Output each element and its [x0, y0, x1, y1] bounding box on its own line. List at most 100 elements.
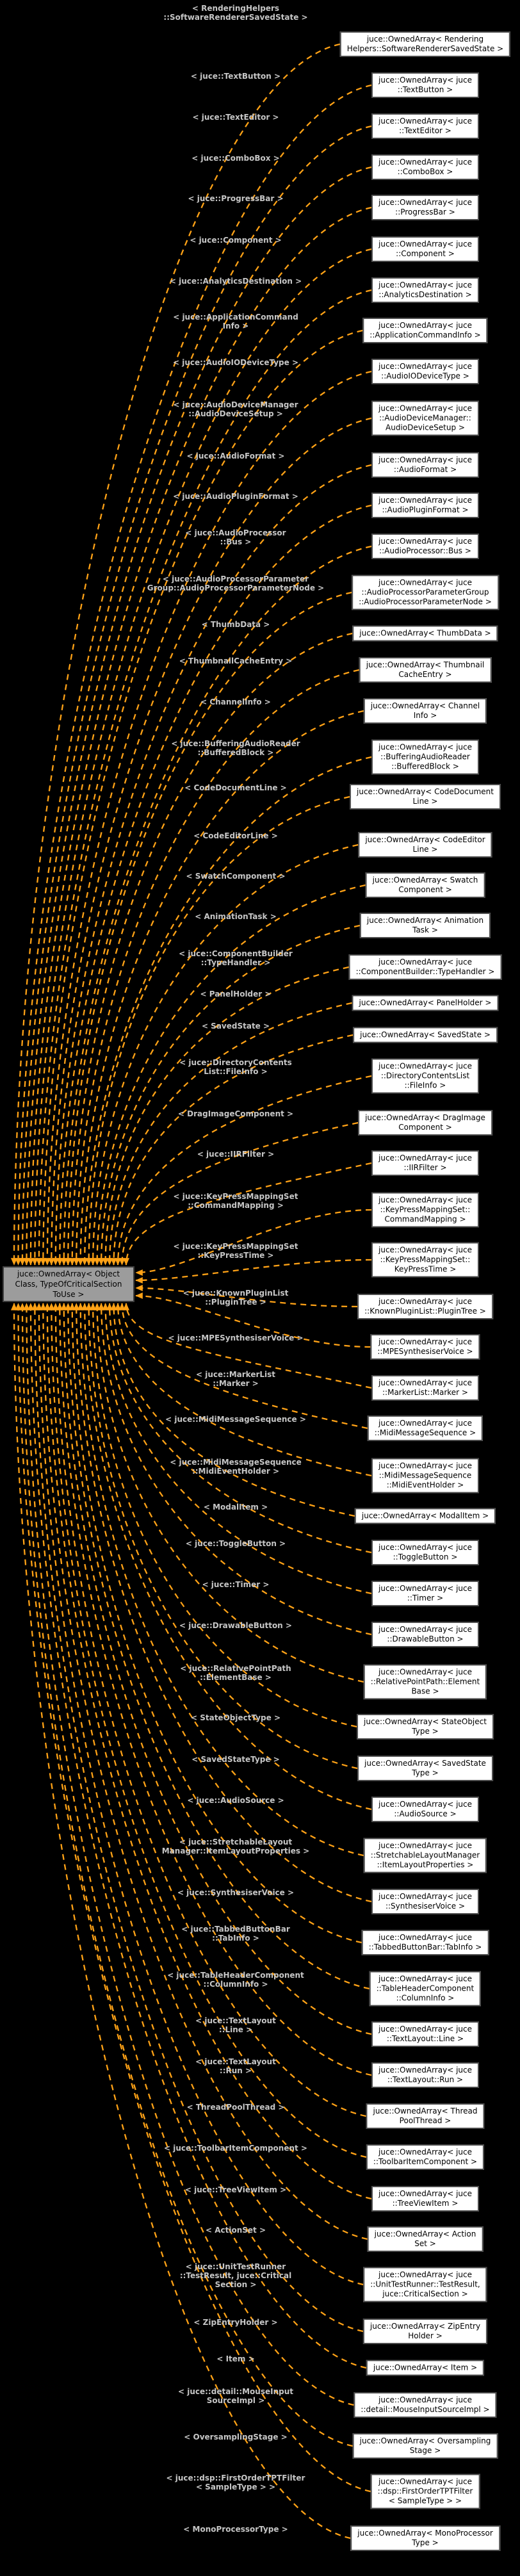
instantiation-node[interactable]: juce::OwnedArray< juce::KeyPressMappingS… — [371, 1192, 479, 1228]
edge-label-line: < juce::KeyPressMappingSet — [173, 1192, 298, 1201]
edge-template-args-label: < juce::IIRFilter > — [197, 1150, 274, 1159]
instantiation-node[interactable]: juce::OwnedArray< juce::ComponentBuilder… — [348, 954, 502, 980]
instantiation-node[interactable]: juce::OwnedArray< juce::MidiMessageSeque… — [371, 1458, 479, 1494]
instantiation-node[interactable]: juce::OwnedArray< juce::TabbedButtonBar:… — [361, 1930, 489, 1955]
instantiation-node[interactable]: juce::OwnedArray< juce::MarkerList::Mark… — [371, 1375, 479, 1401]
instantiation-node[interactable]: juce::OwnedArray< juce::ToggleButton > — [371, 1540, 479, 1565]
edge-label-line: < juce::ToolbarItemComponent > — [164, 2144, 307, 2153]
instantiation-node[interactable]: juce::OwnedArray< juce::TextEditor > — [371, 113, 479, 139]
instantiation-node[interactable]: juce::OwnedArray< juce::Timer > — [371, 1581, 479, 1606]
instantiation-node-line: juce::OwnedArray< juce — [378, 958, 472, 966]
instantiation-node[interactable]: juce::OwnedArray< Item > — [366, 2360, 485, 2376]
instantiation-edge — [73, 1303, 372, 1903]
instantiation-edge — [10, 43, 341, 1266]
instantiation-edge — [19, 125, 372, 1266]
edge-template-args-label: < ChannelInfo > — [200, 697, 271, 706]
instantiation-node[interactable]: juce::OwnedArray< juce::ProgressBar > — [371, 195, 479, 220]
instantiation-node[interactable]: juce::OwnedArray< juce::AudioFormat > — [371, 452, 479, 478]
instantiation-edge — [44, 370, 372, 1266]
edge-label-line: < juce::RelativePointPath — [180, 1664, 291, 1673]
edge-template-args-label: < juce::Component > — [190, 236, 281, 245]
instantiation-node[interactable]: juce::OwnedArray< juce::KnownPluginList:… — [357, 1294, 493, 1319]
instantiation-node-line: Task > — [412, 925, 438, 934]
edge-label-line: Group::AudioProcessorParameterNode > — [147, 583, 325, 592]
instantiation-node[interactable]: juce::OwnedArray< juce::MidiMessageSeque… — [367, 1415, 483, 1441]
edge-template-args-label: < RenderingHelpers::SoftwareRendererSave… — [163, 4, 307, 22]
instantiation-node[interactable]: juce::OwnedArray< juce::AudioProcessor::… — [371, 534, 479, 559]
instantiation-node[interactable]: juce::OwnedArray< juce::RelativePointPat… — [363, 1664, 487, 1700]
instantiation-node[interactable]: juce::OwnedArray< juce::TextButton > — [371, 72, 479, 98]
instantiation-node[interactable]: juce::OwnedArray< juce::TextLayout::Run … — [371, 2062, 479, 2088]
instantiation-node-line: juce::OwnedArray< juce — [378, 1195, 472, 1205]
instantiation-node[interactable]: juce::OwnedArray< juce::AudioSource > — [371, 1797, 479, 1822]
instantiation-node-line: Component > — [398, 885, 452, 894]
instantiation-node[interactable]: juce::OwnedArray< juce::IIRFilter > — [371, 1150, 479, 1176]
instantiation-node-line: Type > — [412, 2538, 439, 2547]
instantiation-node[interactable]: juce::OwnedArray< juce::ApplicationComma… — [362, 318, 488, 343]
instantiation-node-line: AudioDeviceSetup > — [386, 423, 465, 432]
instantiation-node[interactable]: juce::OwnedArray< ModalItem > — [354, 1508, 496, 1524]
edge-template-args-label: < juce::KeyPressMappingSet::CommandMappi… — [174, 1192, 298, 1210]
instantiation-node-line: Base > — [411, 1686, 439, 1696]
edge-template-args-label: < juce::MidiMessageSequence::MidiEventHo… — [170, 1458, 302, 1476]
instantiation-node[interactable]: juce::OwnedArray< juce::AudioProcessorPa… — [352, 575, 499, 610]
instantiation-node[interactable]: juce::OwnedArray< juce::AudioPluginForma… — [371, 493, 479, 518]
instantiation-node[interactable]: juce::OwnedArray< ThumbData > — [352, 625, 498, 642]
edge-template-args-label: < juce::Timer > — [202, 1580, 270, 1589]
edge-template-args-label: < juce::DrawableButton > — [179, 1621, 292, 1630]
instantiation-node[interactable]: juce::OwnedArray< juce::TableHeaderCompo… — [369, 1971, 482, 2007]
instantiation-node[interactable]: juce::OwnedArray< juce::SynthesiserVoice… — [371, 1889, 479, 1914]
instantiation-node[interactable]: juce::OwnedArray< juce::AnalyticsDestina… — [371, 277, 479, 303]
instantiation-node[interactable]: juce::OwnedArray< juce::TreeViewItem > — [371, 2186, 479, 2212]
instantiation-node[interactable]: juce::OwnedArray< juce::ComboBox > — [371, 154, 479, 180]
instantiation-node-line: juce::OwnedArray< ModalItem > — [361, 1511, 489, 1520]
instantiation-node[interactable]: juce::OwnedArray< juce::BufferingAudioRe… — [371, 739, 479, 775]
instantiation-node-line: juce::OwnedArray< juce — [378, 2270, 472, 2279]
instantiation-node[interactable]: juce::OwnedArray< juce::DirectoryContent… — [371, 1058, 479, 1094]
edge-template-args-label: < juce::TextEditor > — [193, 113, 279, 122]
edge-label-line: ::KeyPressTime > — [197, 1251, 274, 1260]
instantiation-node[interactable]: juce::OwnedArray< juce::AudioDeviceManag… — [371, 400, 479, 436]
instantiation-node-line: juce::OwnedArray< CodeDocument — [357, 787, 494, 796]
instantiation-edge — [52, 464, 372, 1266]
instantiation-node[interactable]: juce::OwnedArray< juce::KeyPressMappingS… — [371, 1242, 479, 1278]
instantiation-node-line: juce::OwnedArray< DragImage — [365, 1113, 485, 1122]
edge-template-args-label: < MonoProcessorType > — [183, 2525, 288, 2534]
instantiation-node-line: ::MarkerList::Marker > — [382, 1388, 468, 1397]
instantiation-node[interactable]: juce::OwnedArray< PanelHolder > — [352, 995, 499, 1011]
instantiation-node[interactable]: juce::OwnedArray< juce::dsp::FirstOrderT… — [370, 2474, 480, 2509]
instantiation-node[interactable]: juce::OwnedArray< SavedState > — [353, 1027, 498, 1043]
instantiation-node[interactable]: juce::OwnedArray< juce::DrawableButton > — [371, 1622, 479, 1647]
instantiation-node[interactable]: juce::OwnedArray< juce::ToolbarItemCompo… — [366, 2144, 485, 2170]
instantiation-node-line: juce::OwnedArray< juce — [378, 321, 472, 330]
instantiation-edge — [56, 504, 372, 1266]
edge-label-line: < juce::TextEditor > — [192, 113, 279, 122]
instantiation-node[interactable]: juce::OwnedArray< juce::UnitTestRunner::… — [363, 2267, 487, 2303]
instantiation-node[interactable]: juce::OwnedArray< juce::AudioIODeviceTyp… — [371, 359, 479, 384]
instantiation-edge — [27, 1303, 367, 2369]
instantiation-node[interactable]: juce::OwnedArray< juce::detail::MouseInp… — [353, 2392, 497, 2418]
instantiation-node[interactable]: juce::OwnedArray< juce::Component > — [371, 236, 479, 262]
instantiation-node[interactable]: juce::OwnedArray< juce::StretchableLayou… — [363, 1838, 487, 1873]
instantiation-node[interactable]: juce::OwnedArray< juce::TextLayout::Line… — [371, 2021, 479, 2047]
instantiation-node[interactable]: juce::OwnedArray< juce::MPESynthesiserVo… — [370, 1334, 480, 1360]
edge-label-line: ::CommandMapping > — [188, 1201, 284, 1210]
edge-template-args-label: < juce::ComboBox > — [191, 154, 280, 163]
